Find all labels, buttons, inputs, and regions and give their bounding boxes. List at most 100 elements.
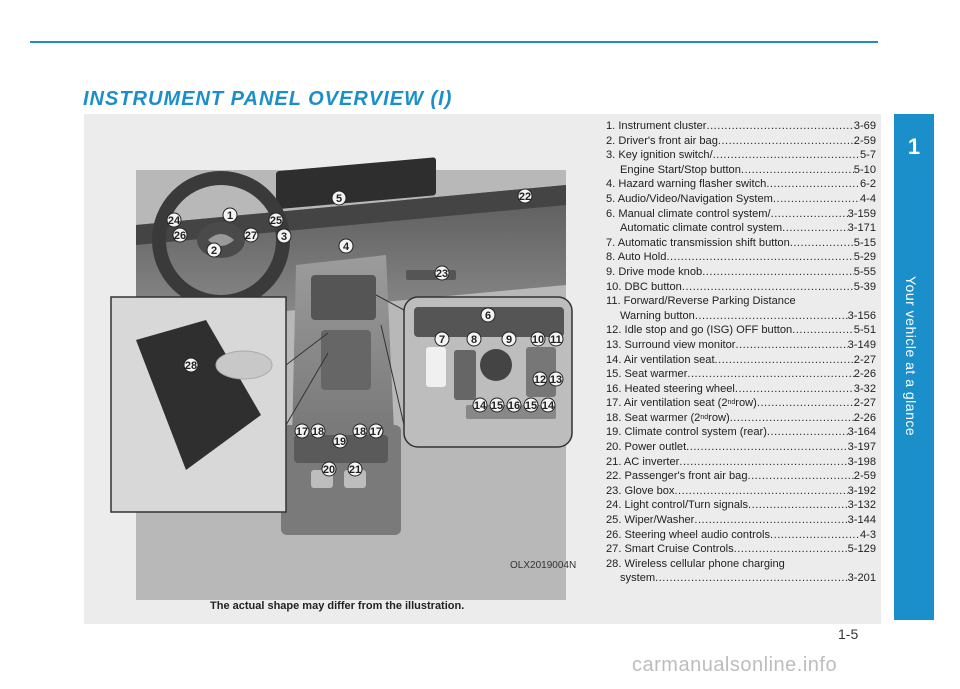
svg-text:11: 11 [550, 334, 562, 346]
svg-text:17: 17 [296, 426, 308, 438]
svg-text:21: 21 [349, 464, 361, 476]
toc-entry-page: 3-159 [847, 207, 876, 220]
toc-entry[interactable]: 21. AC inverter 3-198 [606, 455, 876, 470]
toc-leader-dots [695, 309, 848, 324]
callout-28: 28 [183, 357, 199, 373]
toc-entry-label: 15. Seat warmer [606, 368, 688, 381]
header-rule [30, 41, 878, 43]
toc-entry-label: 7. Automatic transmission shift button [606, 236, 790, 249]
toc-leader-dots [734, 542, 848, 557]
svg-text:20: 20 [323, 464, 335, 476]
svg-text:24: 24 [168, 215, 181, 227]
toc-entry-page: 5-29 [853, 251, 876, 264]
callout-21: 21 [347, 461, 363, 477]
toc-entry-page: 4-4 [859, 192, 876, 205]
toc-entry[interactable]: 13. Surround view monitor 3-149 [606, 338, 876, 353]
callout-14: 14 [472, 397, 488, 413]
figure-code: OLX2019004N [510, 560, 577, 571]
svg-text:14: 14 [542, 400, 555, 412]
toc-leader-dots [771, 207, 848, 222]
toc-leader-dots [748, 498, 848, 513]
toc-entry-page: 2-59 [853, 134, 876, 147]
toc-entry[interactable]: 4. Hazard warning flasher switch 6-2 [606, 177, 876, 192]
toc-entry[interactable]: 2. Driver's front air bag2-59 [606, 134, 876, 149]
toc-entry[interactable]: 5. Audio/Video/Navigation System 4-4 [606, 192, 876, 207]
svg-text:13: 13 [550, 374, 562, 386]
callout-9: 9 [501, 331, 517, 347]
toc-entry[interactable]: 25. Wiper/Washer3-144 [606, 513, 876, 528]
toc-entry[interactable]: 12. Idle stop and go (ISG) OFF button5-5… [606, 323, 876, 338]
toc-leader-dots [686, 440, 847, 455]
toc-leader-dots [736, 338, 848, 353]
toc-entry[interactable]: 24. Light control/Turn signals3-132 [606, 498, 876, 513]
toc-entry-page: 5-129 [847, 543, 876, 556]
svg-text:18: 18 [354, 426, 366, 438]
svg-text:22: 22 [519, 191, 531, 203]
chapter-tab[interactable]: 1 Your vehicle at a glance [894, 114, 934, 620]
toc-leader-dots [792, 323, 854, 338]
toc-entry[interactable]: 17. Air ventilation seat (2nd row)2-27 [606, 396, 876, 411]
toc-entry[interactable]: 8. Auto Hold5-29 [606, 250, 876, 265]
component-index-list: 1. Instrument cluster3-692. Driver's fro… [606, 119, 876, 586]
toc-entry-page: 5-7 [859, 149, 876, 162]
toc-entry[interactable]: 1. Instrument cluster3-69 [606, 119, 876, 134]
toc-entry-label: 21. AC inverter [606, 455, 680, 468]
callout-13: 13 [548, 371, 564, 387]
toc-entry[interactable]: 22. Passenger's front air bag2-59 [606, 469, 876, 484]
toc-entry[interactable]: 18. Seat warmer (2nd row)2-26 [606, 411, 876, 426]
toc-entry[interactable]: 7. Automatic transmission shift button5-… [606, 236, 876, 251]
svg-text:6: 6 [485, 310, 491, 322]
toc-entry[interactable]: 9. Drive mode knob5-55 [606, 265, 876, 280]
toc-entry-page: 6-2 [859, 178, 876, 191]
toc-entry[interactable]: 26. Steering wheel audio controls4-3 [606, 528, 876, 543]
toc-leader-dots [757, 396, 854, 411]
callout-19: 19 [332, 433, 348, 449]
callout-18b: 18 [352, 423, 368, 439]
toc-entry-label: 10. DBC button [606, 280, 682, 293]
toc-entry[interactable]: 10. DBC button5-39 [606, 280, 876, 295]
toc-entry-continuation: Warning button [620, 309, 695, 322]
toc-leader-dots [713, 148, 860, 163]
svg-text:18: 18 [312, 426, 324, 438]
callout-17b: 17 [368, 423, 384, 439]
toc-entry[interactable]: 15. Seat warmer2-26 [606, 367, 876, 382]
toc-entry-page: 3-198 [847, 455, 876, 468]
toc-entry-page: 3-144 [847, 514, 876, 527]
toc-entry-label: 24. Light control/Turn signals [606, 499, 749, 512]
toc-leader-dots [707, 119, 854, 134]
toc-entry[interactable]: 27. Smart Cruise Controls5-129 [606, 542, 876, 557]
toc-entry-label: 4. Hazard warning flasher switch [606, 178, 767, 191]
svg-text:23: 23 [436, 268, 448, 280]
toc-entry-continuation: Engine Start/Stop button [620, 163, 741, 176]
toc-entry[interactable]: 16. Heated steering wheel3-32 [606, 382, 876, 397]
toc-entry[interactable]: 14. Air ventilation seat2-27 [606, 353, 876, 368]
svg-text:15: 15 [525, 400, 537, 412]
toc-leader-dots [773, 192, 860, 207]
toc-entry-label: 5. Audio/Video/Navigation System [606, 192, 773, 205]
toc-entry-label: 11. Forward/Reverse Parking Distance [606, 295, 796, 308]
callout-4: 4 [338, 238, 354, 254]
toc-entry-superscript: nd [700, 413, 709, 421]
toc-entry[interactable]: 19. Climate control system (rear)3-164 [606, 425, 876, 440]
callout-27: 27 [243, 227, 259, 243]
toc-entry-label: 26. Steering wheel audio controls [606, 528, 771, 541]
toc-entry-page: 3-149 [847, 338, 876, 351]
callout-22: 22 [517, 188, 533, 204]
toc-entry[interactable]: 20. Power outlet3-197 [606, 440, 876, 455]
toc-leader-dots [770, 528, 860, 543]
toc-entry[interactable]: 23. Glove box3-192 [606, 484, 876, 499]
svg-text:19: 19 [334, 436, 346, 448]
callout-10: 10 [530, 331, 546, 347]
toc-entry-label: 3. Key ignition switch/ [606, 149, 713, 162]
callout-3: 3 [276, 228, 292, 244]
toc-entry[interactable]: 6. Manual climate control system/3-159Au… [606, 207, 876, 236]
svg-text:10: 10 [532, 334, 544, 346]
toc-entry-label: 13. Surround view monitor [606, 338, 736, 351]
toc-entry-label: 20. Power outlet [606, 441, 687, 454]
chapter-number: 1 [907, 134, 921, 159]
callout-26: 26 [172, 227, 188, 243]
callout-6: 6 [480, 307, 496, 323]
